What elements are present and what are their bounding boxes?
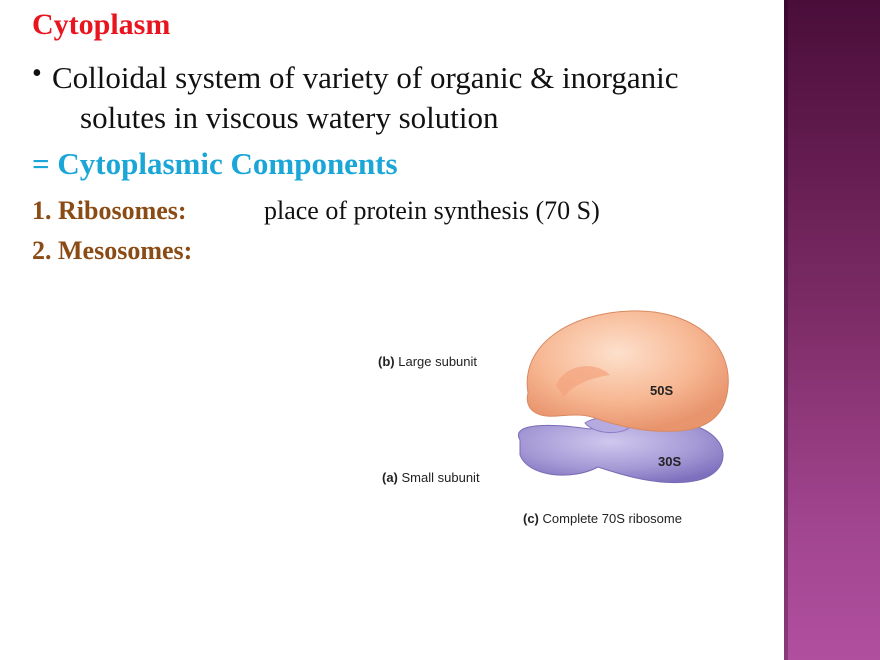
item-label: 2. Mesosomes:: [32, 236, 193, 265]
ribosome-illustration: [517, 310, 729, 484]
list-item-ribosomes: 1. Ribosomes: place of protein synthesis…: [32, 196, 600, 226]
large-subunit-shape: [526, 310, 729, 432]
bullet-dot-icon: •: [32, 58, 42, 89]
bullet-line-2: solutes in viscous watery solution: [80, 100, 499, 135]
caption-large-subunit: (b) Large subunit: [378, 354, 478, 369]
caption-complete-ribosome: (c) Complete 70S ribosome: [523, 511, 682, 526]
list-item-mesosomes: 2. Mesosomes:: [32, 236, 192, 266]
label-30s: 30S: [658, 454, 682, 469]
decorative-sidebar: [784, 0, 880, 660]
bullet-line-1: Colloidal system of variety of organic &…: [52, 60, 679, 95]
item-description: place of protein synthesis (70 S): [264, 196, 600, 225]
label-50s: 50S: [650, 383, 674, 398]
ribosome-figure: (b) Large subunit (a) Small subunit (c) …: [360, 305, 740, 545]
caption-small-subunit: (a) Small subunit: [382, 470, 480, 485]
large-subunit-fold: [556, 366, 610, 397]
small-subunit-shape: [517, 419, 724, 484]
item-label: 1. Ribosomes:: [32, 196, 187, 225]
slide-title: Cytoplasm: [32, 8, 171, 41]
section-heading: = Cytoplasmic Components: [32, 146, 398, 181]
